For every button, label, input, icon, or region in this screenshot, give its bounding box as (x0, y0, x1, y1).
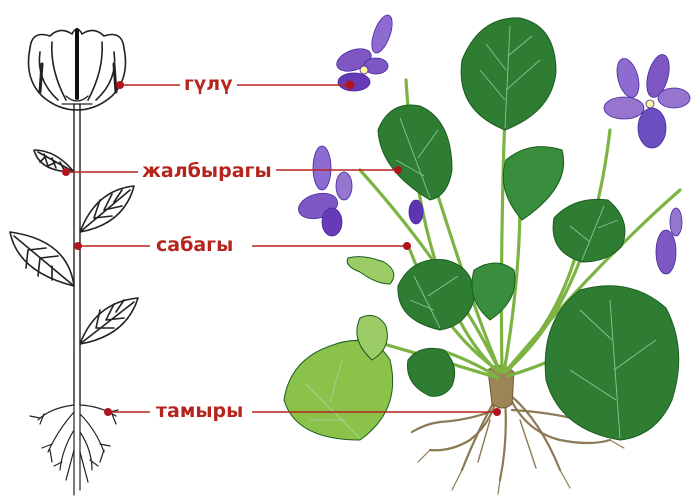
violet-flower-top-left (334, 12, 397, 91)
label-flower: гүлү (180, 73, 237, 95)
schematic-leaf-4 (80, 298, 138, 344)
schematic-leaf-3 (10, 232, 74, 286)
dot-flower-left (116, 81, 124, 89)
label-roots: тамыры (152, 400, 247, 422)
bud (347, 257, 394, 284)
violet-flower-small (409, 200, 423, 224)
schematic-leaf-2 (80, 186, 134, 232)
dot-stem-left (74, 242, 82, 250)
leaf-bottom-center (407, 348, 454, 396)
schematic-roots (30, 405, 118, 495)
violet-flower-right (656, 208, 682, 274)
dot-roots-left (104, 408, 112, 416)
dot-flower-right (346, 81, 355, 90)
dot-roots-right (493, 408, 501, 416)
dot-leaves-left (62, 168, 70, 176)
leaf-center-mid (503, 147, 563, 220)
leaf-center-small (472, 263, 515, 320)
leaf-right-mid (553, 199, 625, 262)
schematic-flower (29, 29, 126, 110)
label-leaves: жалбырагы (138, 160, 276, 182)
schematic-plant (10, 29, 138, 495)
leaf-top-center (461, 18, 556, 130)
dot-leaves-right (394, 166, 402, 174)
leaf-left-upper (378, 105, 452, 200)
dot-stem-right (403, 242, 411, 250)
violet-flower-top-right (604, 52, 690, 148)
label-stem: сабагы (152, 234, 237, 256)
schematic-stem (74, 104, 80, 405)
violet-flower-left (296, 146, 352, 236)
